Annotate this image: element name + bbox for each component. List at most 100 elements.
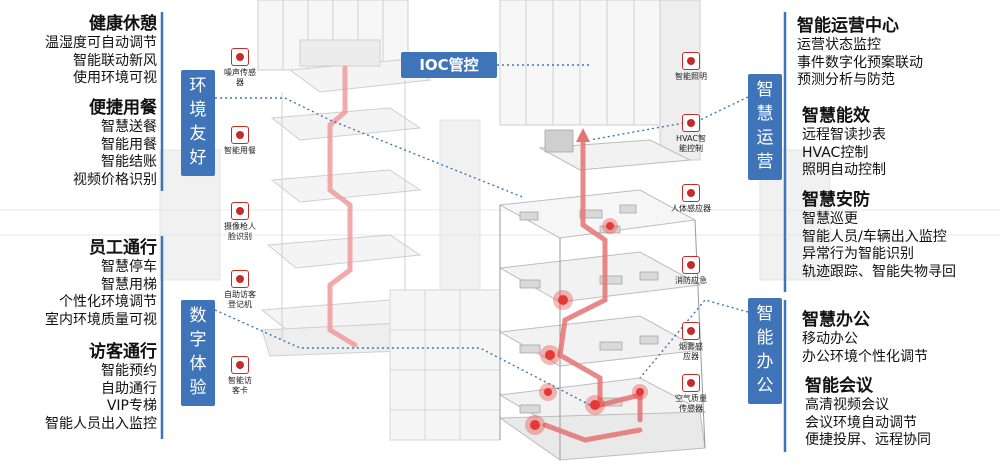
device-visitor-kiosk: 自助访客 登记机: [213, 270, 267, 310]
group-convenient-dining: 便捷用餐 智慧送餐 智能用餐 智能结账 视频价格识别: [73, 98, 157, 189]
device-smoke-sensor: 烟雾感 应器: [664, 322, 718, 362]
office-furniture: [519, 129, 659, 414]
group-item: 个性化环境调节: [59, 294, 157, 310]
group-title: 智慧安防: [802, 190, 870, 210]
group-title: 智慧办公: [802, 310, 870, 330]
label-env-friendly: 环 境 友 好: [181, 70, 215, 176]
group-healthy-rest: 健康休憩 温湿度可自动调节 智能联动新风 使用环境可视: [45, 14, 157, 88]
group-item: 智慧巡更: [802, 211, 858, 227]
left-flow-path: [327, 65, 358, 348]
group-item: 视频价格识别: [73, 171, 157, 188]
group-item: 智能预约: [101, 363, 157, 379]
device-label: 摄像枪人: [224, 222, 256, 231]
device-air-quality-sensor: 空气质量 传感器: [664, 374, 718, 414]
group-title: 智能运营中心: [797, 16, 899, 36]
label-char: 营: [756, 152, 774, 172]
access-card-icon: [231, 356, 249, 374]
noise-sensor-icon: [231, 48, 249, 66]
group-item: 智能联动新风: [73, 52, 157, 69]
group-smart-meeting: 智能会议 高清视频会议 会议环境自动调节 便捷投屏、远程协同: [805, 376, 931, 450]
group-item: 智慧送餐: [101, 119, 157, 135]
group-title: 访客通行: [89, 342, 157, 362]
kiosk-icon: [231, 270, 249, 288]
device-label: 智能访: [228, 376, 252, 385]
device-label: 自助访客: [224, 290, 256, 299]
right-flow-path: [542, 137, 643, 443]
group-item: 自助通行: [101, 380, 157, 397]
group-smart-office: 智慧办公 移动办公 办公环境个性化调节: [802, 310, 928, 366]
group-staff-access: 员工通行 智慧停车 智慧用梯 个性化环境调节 室内环境质量可视: [45, 238, 157, 329]
air-quality-icon: [682, 374, 700, 392]
device-label: 应器: [683, 352, 699, 361]
ioc-control-label: IOC管控: [401, 52, 497, 78]
label-char: 环: [189, 76, 207, 96]
group-item: 远程智读抄表: [802, 127, 886, 143]
group-item: 事件数字化预案联动: [797, 54, 923, 71]
group-item: 智能人员出入监控: [45, 415, 157, 432]
group-title: 便捷用餐: [89, 98, 157, 118]
group-item: 使用环境可视: [73, 70, 157, 86]
right-tower: [499, 0, 701, 161]
fire-extinguisher-icon: [682, 256, 700, 274]
group-item: HVAC控制: [802, 144, 869, 161]
device-label: 传感器: [679, 404, 703, 413]
device-label: 能控制: [679, 144, 703, 153]
device-hvac-control: HVAC智 能控制: [664, 114, 718, 154]
label-digital-experience: 数 字 体 验: [181, 300, 215, 406]
label-char: 智: [756, 304, 774, 324]
device-fire-emergency: 消防应急: [664, 256, 718, 286]
center-building: [389, 289, 501, 441]
device-label: 器: [236, 78, 244, 87]
group-item: 照明自动控制: [802, 162, 886, 178]
group-visitor-access: 访客通行 智能预约 自助通行 VIP专梯 智能人员出入监控: [45, 342, 157, 433]
device-face-camera: 摄像枪人 脸识别: [213, 202, 267, 242]
label-char: 境: [189, 100, 207, 120]
label-char: 数: [189, 306, 207, 326]
dining-icon: [231, 126, 249, 144]
label-char: 运: [756, 128, 774, 148]
hvac-icon: [682, 114, 700, 132]
group-item: 温湿度可自动调节: [45, 35, 157, 51]
group-smart-ops-center: 智能运营中心 运营状态监控 事件数字化预案联动 预测分析与防范: [797, 16, 923, 90]
device-label: 客卡: [232, 386, 248, 395]
group-brackets: [160, 12, 787, 452]
smoke-detector-icon: [682, 322, 700, 340]
group-item: 会议环境自动调节: [805, 414, 917, 431]
label-smart-ops: 智 慧 运 营: [748, 74, 782, 180]
device-smart-lighting: 智能照明: [664, 52, 718, 82]
group-item: 智慧停车: [101, 259, 157, 275]
label-char: 字: [189, 330, 207, 350]
device-label: 脸识别: [228, 232, 252, 241]
left-tower: [257, 0, 432, 357]
group-title: 智能会议: [805, 376, 873, 396]
group-item: 轨迹跟踪、智能失物寻回: [802, 263, 956, 280]
person-icon: [682, 184, 700, 202]
device-label: 噪声传感: [224, 68, 256, 77]
flow-arrow: [576, 128, 590, 142]
group-title: 员工通行: [89, 238, 157, 258]
label-char: 好: [189, 148, 207, 168]
label-smart-office: 智 能 办 公: [748, 298, 782, 404]
device-body-sensor: 人体感应器: [664, 184, 718, 214]
group-item: 便捷投屏、远程协同: [805, 432, 931, 448]
device-visitor-card: 智能访 客卡: [213, 356, 267, 396]
lightbulb-icon: [682, 52, 700, 70]
group-item: 智慧用梯: [101, 276, 157, 293]
device-label: 空气质量: [675, 394, 707, 403]
label-char: 友: [189, 124, 207, 144]
device-noise-sensor: 噪声传感 器: [213, 48, 267, 88]
group-item: 办公环境个性化调节: [802, 348, 928, 365]
label-char: 智: [756, 80, 774, 100]
device-label: 消防应急: [675, 276, 707, 285]
device-smart-dining: 智能用餐: [213, 126, 267, 156]
group-item: 高清视频会议: [805, 397, 889, 413]
group-item: 移动办公: [802, 331, 858, 347]
device-label: HVAC智: [676, 134, 706, 143]
group-item: 运营状态监控: [797, 37, 881, 53]
group-item: 预测分析与防范: [797, 72, 895, 88]
label-char: 能: [756, 328, 774, 348]
label-char: 慧: [756, 104, 774, 124]
group-item: 智能用餐: [101, 136, 157, 153]
